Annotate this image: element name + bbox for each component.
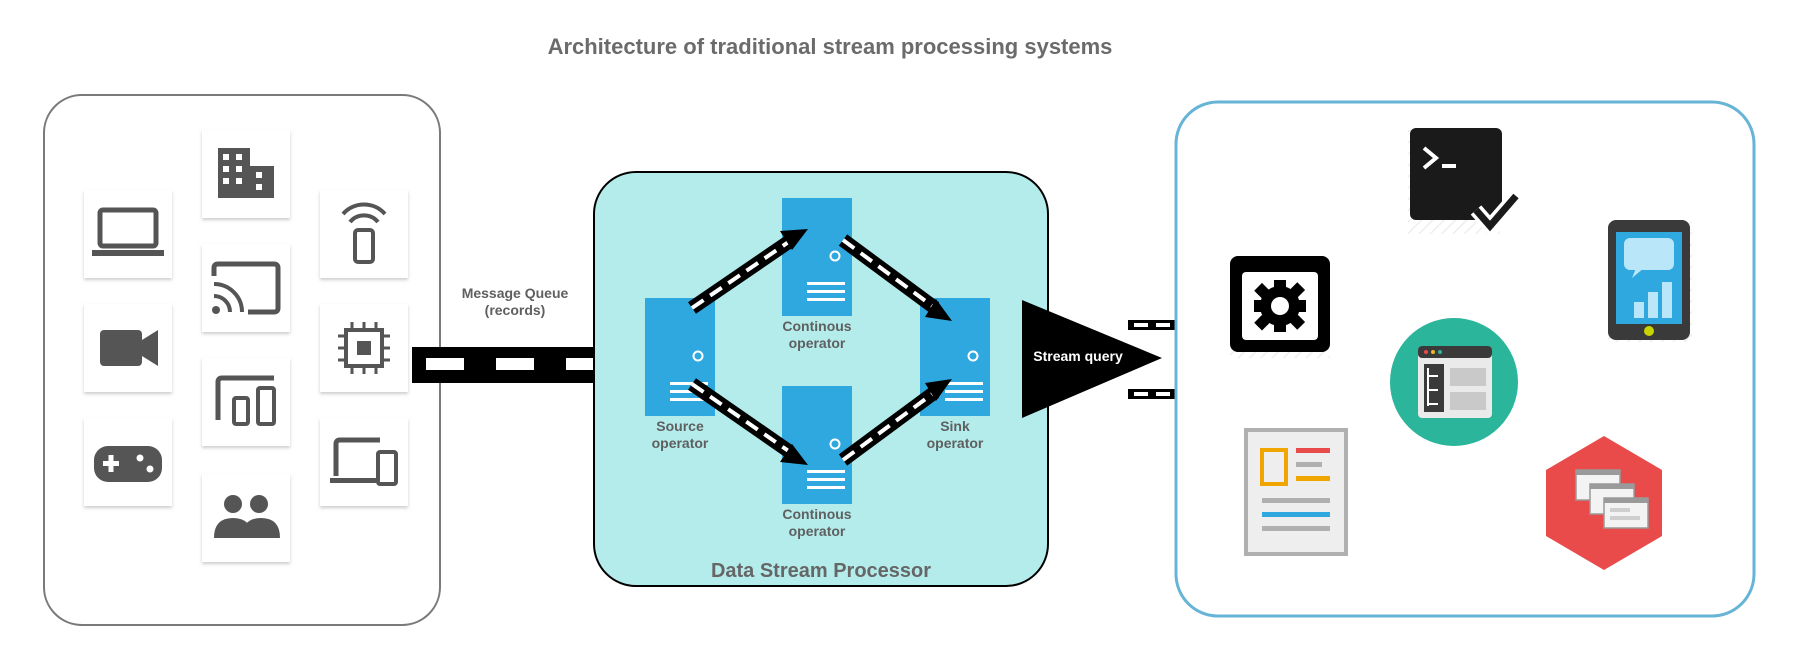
message-queue-label-line2: (records) xyxy=(484,302,546,318)
continuous-operator-top-label-line2: operator xyxy=(788,335,846,351)
video-camera-icon xyxy=(84,304,172,392)
arrow-bottom-to-sink xyxy=(838,379,952,466)
sink-operator-label: Sink operator xyxy=(905,418,1005,452)
source-operator-label-line2: operator xyxy=(651,435,709,451)
gear-window-icon xyxy=(1230,256,1330,358)
continuous-operator-bottom-label: Continous operator xyxy=(767,506,867,540)
devices-icon xyxy=(202,358,290,446)
gamepad-icon xyxy=(84,418,172,506)
laptop-phone-icon xyxy=(320,418,408,506)
diagram-title: Architecture of traditional stream proce… xyxy=(547,34,1113,59)
continuous-operator-bottom-label-line1: Continous xyxy=(782,506,852,522)
source-operator-label: Source operator xyxy=(630,418,730,452)
message-queue-label-line1: Message Queue xyxy=(461,285,569,301)
arrow-top-to-sink xyxy=(838,234,952,321)
continuous-operator-bottom-server xyxy=(782,386,852,504)
sink-operator-label-line1: Sink xyxy=(940,418,970,434)
browser-windows-icon xyxy=(1546,436,1662,570)
continuous-operator-bottom-label-line2: operator xyxy=(788,523,846,539)
arrow-source-to-bottom xyxy=(688,378,808,465)
chip-icon xyxy=(320,304,408,392)
source-operator-label-line1: Source xyxy=(656,418,704,434)
terminal-check-icon xyxy=(1408,128,1522,237)
tablet-chart-icon xyxy=(1608,220,1692,342)
continuous-operator-top-server xyxy=(782,198,852,316)
report-document-icon xyxy=(1244,428,1348,556)
continuous-operator-top-label: Continous operator xyxy=(767,318,867,352)
stream-query-label: Stream query xyxy=(1033,348,1123,364)
stream-query-triangle xyxy=(1022,300,1162,418)
code-window-icon xyxy=(1390,318,1518,446)
message-queue-label: Message Queue (records) xyxy=(440,285,590,319)
wireless-phone-icon xyxy=(320,190,408,278)
continuous-operator-top-label-line1: Continous xyxy=(782,318,852,334)
people-icon xyxy=(202,474,290,562)
laptop-icon xyxy=(84,190,172,278)
arrow-source-to-top xyxy=(688,229,808,314)
cast-icon xyxy=(202,244,290,332)
building-icon xyxy=(202,130,290,218)
data-stream-processor-label: Data Stream Processor xyxy=(710,560,932,582)
sink-operator-label-line2: operator xyxy=(926,435,984,451)
